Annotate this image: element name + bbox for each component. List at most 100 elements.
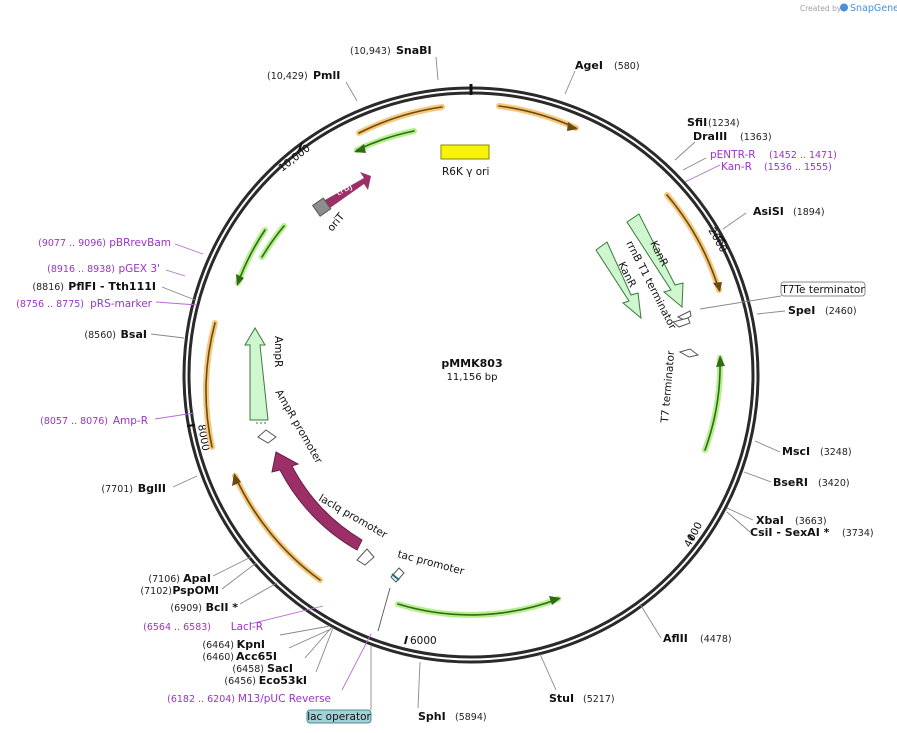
primer-prs-marker[interactable]: pRS-marker [90,298,153,310]
site-draiii[interactable]: DraIII [693,130,727,143]
primer-pbrrevbam-pos: (9077 .. 9096) [38,238,106,249]
site-pflfi-tth111i[interactable]: PflFI - Tth111I [68,280,156,293]
green-arc-right [702,355,724,453]
green-arc-top-left [354,128,417,153]
site-spei-pos: (2460) [825,306,857,317]
kanr-feature-1[interactable] [626,213,684,309]
site-csii-sexai[interactable]: CsiI - SexAI * [750,526,830,539]
primer-prs-marker-pos: (8756 .. 8775) [16,299,84,310]
terminator-icon-2[interactable] [678,348,700,358]
tick-label-6000: 6000 [410,635,437,647]
r6k-ori-label: R6K γ ori [442,166,489,178]
site-kpni[interactable]: KpnI [237,638,265,651]
site-asisi-pos: (1894) [793,207,825,218]
site-saci-pos: (6458) [232,664,264,675]
primer-pgex-3-pos: (8916 .. 8938) [47,264,115,275]
site-bcli-pos: (6909) [170,603,202,614]
leader-lines [150,56,786,710]
lac-operator-box[interactable] [306,709,372,724]
plasmid-size: 11,156 bp [447,372,498,383]
site-apai[interactable]: ApaI [183,572,211,585]
site-eco53ki-pos: (6456) [224,676,256,687]
site-bglii[interactable]: BglII [138,482,166,495]
laciq-promoter-icon[interactable] [356,548,375,566]
primer-pentr-r[interactable]: pENTR-R [710,149,756,161]
primer-amp-r[interactable]: Amp-R [113,415,148,427]
site-asisi[interactable]: AsiSI [753,205,784,218]
tick-4000 [687,534,695,541]
traj-feature[interactable] [325,172,371,208]
site-msci[interactable]: MscI [782,445,810,458]
site-xbai-pos: (3663) [795,516,827,527]
primer-kan-r[interactable]: Kan-R [721,161,752,173]
orf-arc-right [664,192,722,293]
t7te-terminator-label: T7Te terminator [780,284,865,296]
tac-promoter-label: tac promoter [396,548,466,577]
site-aflii-pos: (4478) [700,634,732,645]
r6k-ori-feature[interactable] [440,144,490,160]
primer-m13-puc-reverse-pos: (6182 .. 6204) [167,694,235,705]
site-draiii-pos: (1363) [740,132,772,143]
primer-pentr-r-pos: (1452 .. 1471) [769,150,837,161]
primer-m13-puc-reverse[interactable]: M13/pUC Reverse [238,693,331,705]
site-sfii-pos: (1234) [708,118,740,129]
primer-amp-r-pos: (8057 .. 8076) [40,416,108,427]
primer-laci-r[interactable]: LacI-R [231,621,263,633]
site-eco53ki[interactable]: Eco53kI [259,674,307,687]
primer-kan-r-pos: (1536 .. 1555) [764,162,832,173]
site-aflii[interactable]: AflII [663,632,688,645]
site-snabi-pos: (10,943) [350,46,391,57]
site-bcli[interactable]: BclI * [206,601,239,614]
site-agei-pos: (580) [614,61,640,72]
primer-laci-r-pos: (6564 .. 6583) [143,622,211,633]
site-spei[interactable]: SpeI [788,304,815,317]
tick-8000 [186,424,196,427]
site-agei[interactable]: AgeI [575,59,603,72]
laci-feature[interactable] [271,451,363,551]
site-sphi[interactable]: SphI [418,710,446,723]
tac-promoter-icon[interactable] [390,567,405,583]
snapgene-brand-text: SnapGene [850,3,897,14]
site-xbai[interactable]: XbaI [756,514,784,527]
site-msci-pos: (3248) [820,447,852,458]
t7te-terminator-box[interactable] [780,281,866,297]
lac-operator-label: lac operator [307,711,371,723]
site-snabi[interactable]: SnaBI [396,44,432,57]
site-apai-pos: (7106) [148,574,180,585]
site-sfii[interactable]: SfiI [687,116,707,129]
site-bseri[interactable]: BseRI [773,476,808,489]
orit-feature[interactable] [311,197,332,217]
t7-terminator-label: T7 terminator [659,350,677,425]
site-bglii-pos: (7701) [101,484,133,495]
tick-2000 [719,235,727,243]
site-sphi-pos: (5894) [455,712,487,723]
site-bseri-pos: (3420) [818,478,850,489]
tick-10000 [298,141,303,152]
created-by-text: Created by [800,4,842,13]
site-pmli[interactable]: PmlI [313,69,340,82]
snapgene-logo-icon [840,3,848,12]
green-arcs [235,128,725,618]
site-acc65i[interactable]: Acc65I [236,650,277,663]
site-bsai[interactable]: BsaI [121,328,147,341]
kanr-feature-2[interactable] [595,241,642,320]
orit-label: oriT [325,210,347,234]
site-kpni-pos: (6464) [202,640,234,651]
site-stui-pos: (5217) [583,694,615,705]
site-acc65i-pos: (6460) [202,652,234,663]
site-saci[interactable]: SacI [267,662,293,675]
ampr-promoter-icon[interactable] [257,429,277,444]
terminator-icon-1[interactable] [671,310,692,328]
site-pspomi[interactable]: PspOMI [172,584,219,597]
site-bsai-pos: (8560) [84,330,116,341]
site-stui[interactable]: StuI [549,692,574,705]
plasmid-name: pMMK803 [441,357,502,370]
ampr-feature[interactable] [244,327,269,421]
orf-arcs [203,103,722,583]
primer-pgex-3[interactable]: pGEX 3' [118,263,160,275]
primer-pbrrevbam[interactable]: pBRrevBam [109,237,171,249]
traj-label: traJ [334,181,354,199]
site-pspomi-pos: (7102) [140,586,172,597]
